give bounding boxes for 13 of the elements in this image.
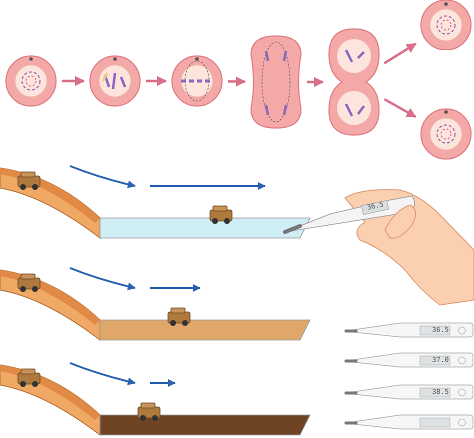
- cell-drawing: [89, 55, 141, 107]
- cell-drawing: [328, 28, 380, 136]
- arrow: [228, 76, 246, 86]
- arrow: [62, 76, 85, 86]
- cell-drawing: [420, 0, 472, 50]
- arrow: [307, 77, 324, 87]
- arrow: [384, 42, 417, 64]
- cell-drawing: [250, 35, 302, 129]
- cell-drawing: [420, 108, 472, 160]
- arrow: [146, 76, 167, 86]
- cell-drawing: [5, 55, 57, 107]
- arrow: [384, 98, 417, 118]
- cell-drawing: [171, 55, 223, 107]
